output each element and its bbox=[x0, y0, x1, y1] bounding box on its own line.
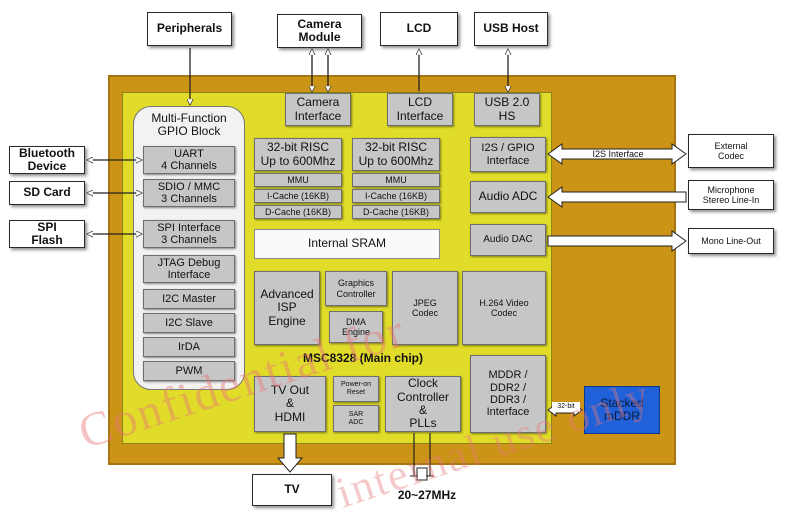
chip-label: MSC8328 (Main chip) bbox=[302, 351, 424, 366]
sd-card-box: SD Card bbox=[9, 181, 85, 205]
cpu-2-icache: I-Cache (16KB) bbox=[352, 189, 440, 203]
isp-engine: Advanced ISP Engine bbox=[254, 271, 320, 345]
audio-dac: Audio DAC bbox=[470, 224, 546, 256]
external-codec-box: External Codec bbox=[688, 134, 774, 168]
gpio-item-spi: SPI Interface 3 Channels bbox=[143, 220, 235, 248]
i2s-arrow bbox=[547, 143, 687, 165]
mddr-interface: MDDR / DDR2 / DDR3 / Interface bbox=[470, 355, 546, 433]
tv-arrow bbox=[276, 433, 304, 473]
camera-module-box: Camera Module bbox=[277, 14, 362, 48]
bluetooth-device-box: Bluetooth Device bbox=[9, 146, 85, 174]
usb-host-box: USB Host bbox=[474, 12, 548, 46]
gpio-item-uart: UART 4 Channels bbox=[143, 146, 235, 174]
cpu-2-dcache: D-Cache (16KB) bbox=[352, 205, 440, 219]
camera-interface: Camera Interface bbox=[285, 93, 351, 126]
audio-adc: Audio ADC bbox=[470, 181, 546, 213]
cpu-1-title: 32-bit RISC Up to 600Mhz bbox=[254, 138, 342, 171]
lcd-interface: LCD Interface bbox=[387, 93, 453, 126]
spi-flash-box: SPI Flash bbox=[9, 220, 85, 248]
gpio-item-pwm: PWM bbox=[143, 361, 235, 381]
power-on-reset: Power-on Reset bbox=[333, 376, 379, 402]
gpio-item-i2c-master: I2C Master bbox=[143, 289, 235, 309]
lcd-box: LCD bbox=[380, 12, 458, 46]
gpio-title: Multi-Function GPIO Block bbox=[151, 110, 227, 138]
cpu-1-icache: I-Cache (16KB) bbox=[254, 189, 342, 203]
usb-interface: USB 2.0 HS bbox=[474, 93, 540, 126]
mono-line-out-box: Mono Line-Out bbox=[688, 228, 774, 254]
cpu-2-mmu: MMU bbox=[352, 173, 440, 187]
bus-32bit-label: 32-bit bbox=[552, 402, 580, 412]
sar-adc: SAR ADC bbox=[333, 405, 379, 432]
crystal-symbol bbox=[410, 433, 434, 481]
gpio-item-irda: IrDA bbox=[143, 337, 235, 357]
graphics-controller: Graphics Controller bbox=[325, 271, 387, 306]
adc-arrow bbox=[547, 186, 687, 208]
peripherals-box: Peripherals bbox=[147, 12, 232, 46]
clock-controller: Clock Controller & PLLs bbox=[385, 376, 461, 432]
gpio-item-sdio: SDIO / MMC 3 Channels bbox=[143, 179, 235, 207]
h264-codec: H.264 Video Codec bbox=[462, 271, 546, 345]
i2s-interface-label: I2S Interface bbox=[592, 148, 644, 159]
internal-sram: Internal SRAM bbox=[254, 229, 440, 259]
stacked-mddr: Stacked mDDR bbox=[584, 386, 660, 434]
cpu-1-dcache: D-Cache (16KB) bbox=[254, 205, 342, 219]
gpio-item-i2c-slave: I2C Slave bbox=[143, 313, 235, 333]
jpeg-codec: JPEG Codec bbox=[392, 271, 458, 345]
cpu-2-title: 32-bit RISC Up to 600Mhz bbox=[352, 138, 440, 171]
dac-arrow bbox=[547, 230, 687, 252]
i2s-gpio-interface: I2S / GPIO Interface bbox=[470, 137, 546, 172]
tv-out-hdmi: TV Out & HDMI bbox=[254, 376, 326, 432]
microphone-box: Microphone Stereo Line-In bbox=[688, 180, 774, 210]
tv-box: TV bbox=[252, 474, 332, 506]
dma-engine: DMA Engine bbox=[329, 311, 383, 343]
cpu-1-mmu: MMU bbox=[254, 173, 342, 187]
gpio-item-jtag: JTAG Debug Interface bbox=[143, 255, 235, 283]
crystal-label: 20~27MHz bbox=[397, 488, 457, 503]
